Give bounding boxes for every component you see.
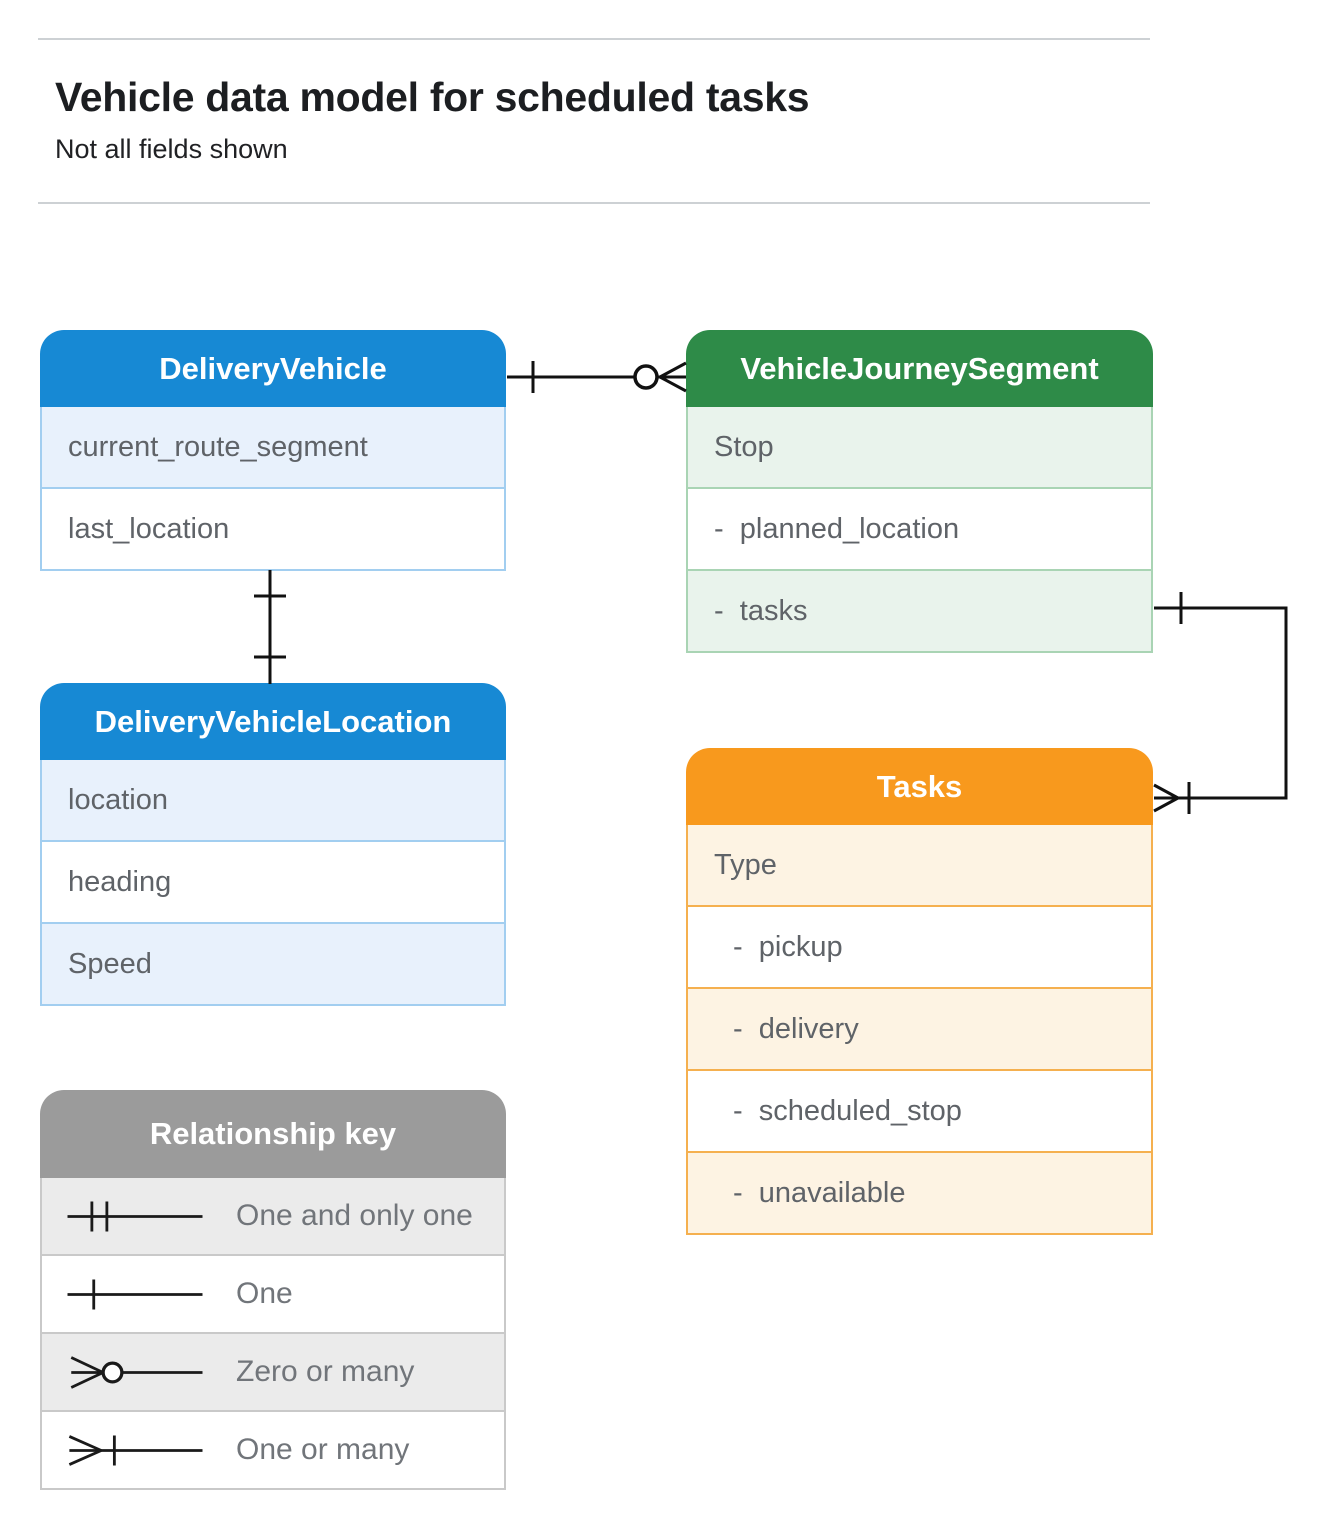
entity-title: DeliveryVehicle	[40, 330, 506, 407]
page-title: Vehicle data model for scheduled tasks	[55, 74, 810, 120]
entity-delivery-vehicle-location: DeliveryVehicleLocation location heading…	[40, 683, 506, 1006]
legend-label: One	[236, 1277, 293, 1310]
entity-row: Type	[688, 825, 1151, 905]
entity-row: - planned_location	[688, 487, 1151, 569]
entity-row: location	[42, 760, 504, 840]
legend-label: One and only one	[236, 1199, 473, 1232]
header-divider	[38, 202, 1150, 204]
legend-label: One or many	[236, 1433, 410, 1466]
entity-vehicle-journey-segment: VehicleJourneySegment Stop - planned_loc…	[686, 330, 1153, 653]
relationship-key: Relationship key One and only one One	[40, 1090, 506, 1490]
entity-body: Type - pickup - delivery - scheduled_sto…	[686, 825, 1153, 1235]
entity-row: - unavailable	[688, 1151, 1151, 1233]
entity-row: last_location	[42, 487, 504, 569]
legend-body: One and only one One Zero or many	[40, 1178, 506, 1490]
legend-item: One	[42, 1254, 504, 1332]
legend-item: Zero or many	[42, 1332, 504, 1410]
entity-body: Stop - planned_location - tasks	[686, 407, 1153, 653]
entity-row: - scheduled_stop	[688, 1069, 1151, 1151]
entity-title: DeliveryVehicleLocation	[40, 683, 506, 760]
entity-row: - delivery	[688, 987, 1151, 1069]
page-subtitle: Not all fields shown	[55, 134, 288, 164]
one-icon	[67, 1279, 203, 1309]
legend-item: One and only one	[42, 1178, 504, 1254]
connector-vehiclejourneysegment-tasks	[1153, 592, 1288, 814]
entity-row: Stop	[688, 407, 1151, 487]
entity-row: - pickup	[688, 905, 1151, 987]
top-divider	[38, 38, 1150, 40]
entity-row: current_route_segment	[42, 407, 504, 487]
zero-or-many-icon	[70, 1355, 203, 1389]
entity-delivery-vehicle: DeliveryVehicle current_route_segment la…	[40, 330, 506, 571]
one-and-only-one-icon	[67, 1201, 203, 1231]
connector-deliveryvehicle-vehiclejourneysegment	[507, 361, 687, 393]
entity-tasks: Tasks Type - pickup - delivery - schedul…	[686, 748, 1153, 1235]
legend-label: Zero or many	[236, 1355, 415, 1388]
legend-title: Relationship key	[40, 1090, 506, 1178]
entity-title: VehicleJourneySegment	[686, 330, 1153, 407]
entity-row: - tasks	[688, 569, 1151, 651]
legend-item: One or many	[42, 1410, 504, 1488]
one-or-many-icon	[68, 1434, 203, 1466]
entity-row: heading	[42, 840, 504, 922]
entity-body: current_route_segment last_location	[40, 407, 506, 571]
connector-deliveryvehicle-deliveryvehiclelocation	[254, 570, 286, 684]
entity-title: Tasks	[686, 748, 1153, 825]
entity-body: location heading Speed	[40, 760, 506, 1006]
entity-row: Speed	[42, 922, 504, 1004]
